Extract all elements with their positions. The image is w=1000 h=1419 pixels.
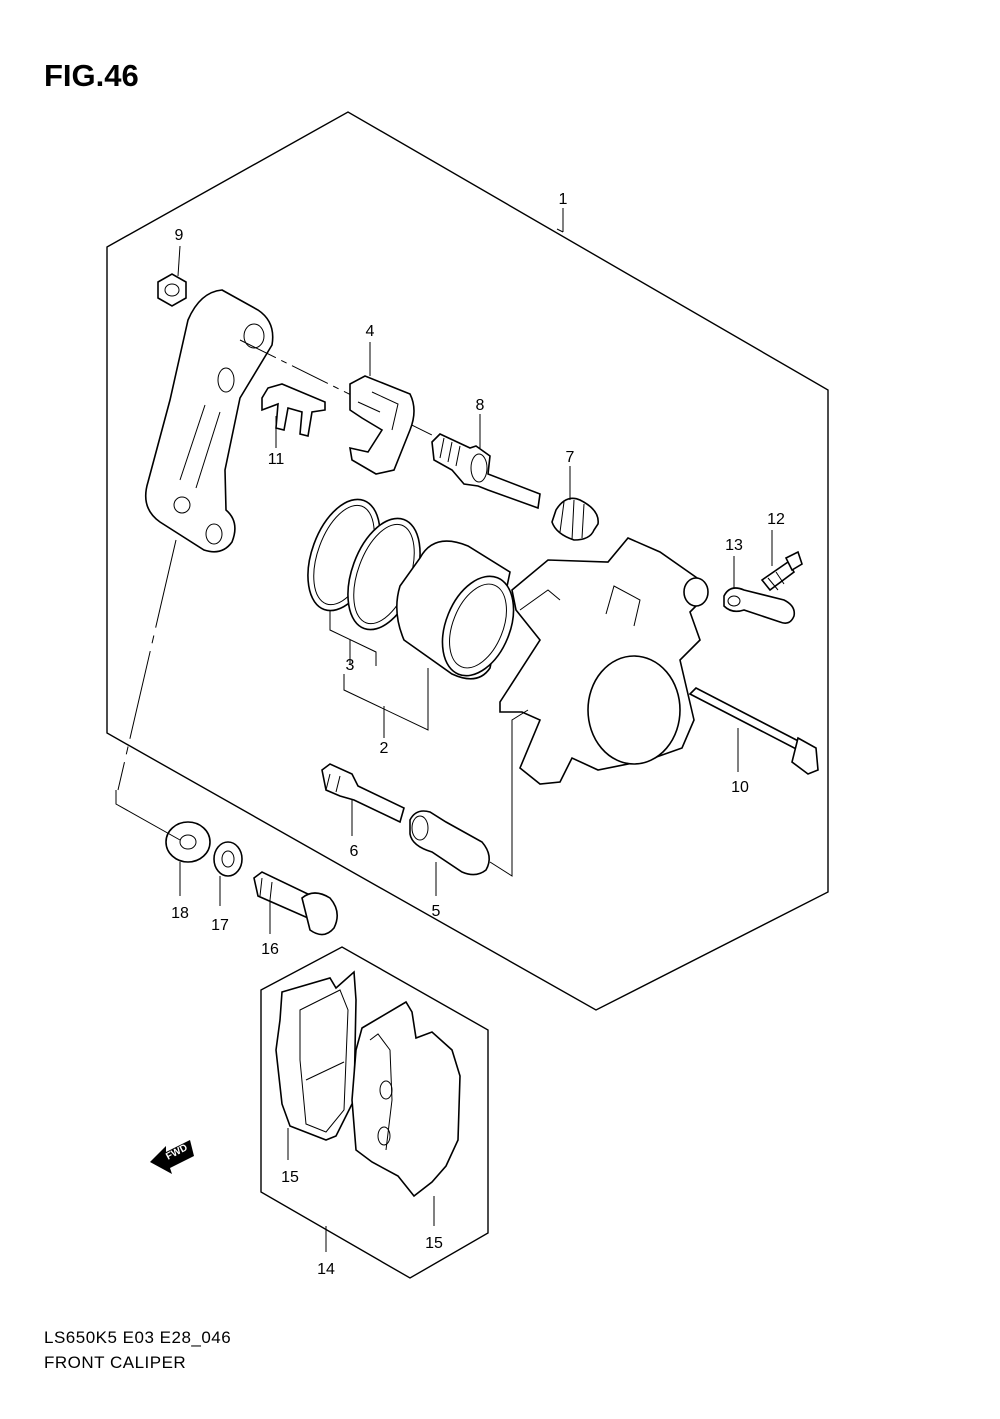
pad-retainer-4 <box>349 375 415 475</box>
callout-1: 1 <box>559 191 568 208</box>
pin-10 <box>688 687 819 775</box>
callout-4: 4 <box>366 323 375 340</box>
brake-pad-15b <box>351 1000 461 1198</box>
pad-spring-11 <box>261 383 326 437</box>
callout-7: 7 <box>566 449 575 466</box>
callout-2: 2 <box>380 740 389 757</box>
callout-6: 6 <box>350 843 359 860</box>
callout-18: 18 <box>171 905 189 922</box>
callout-15b: 15 <box>425 1235 443 1252</box>
callout-16: 16 <box>261 941 279 958</box>
washer-18 <box>165 821 211 863</box>
brake-pad-15a <box>275 970 357 1141</box>
caliper-body <box>499 537 709 785</box>
callout-11: 11 <box>268 451 285 468</box>
callout-9: 9 <box>175 227 184 244</box>
callout-17: 17 <box>211 917 229 934</box>
callout-14: 14 <box>317 1261 335 1278</box>
callout-13: 13 <box>725 537 743 554</box>
cap-13 <box>723 587 796 624</box>
boot-7 <box>551 497 599 541</box>
caliper-assembly-boundary <box>106 111 829 1011</box>
callout-3: 3 <box>346 657 355 674</box>
pin-5 <box>409 810 490 876</box>
callout-5: 5 <box>432 903 441 920</box>
fwd-arrow-icon: FWD <box>150 1140 194 1174</box>
callout-labels: 1 9 4 8 11 7 12 13 3 2 10 6 5 18 17 16 1… <box>171 191 785 1278</box>
piston-2 <box>396 540 515 680</box>
nut-9 <box>157 273 187 307</box>
caliper-bracket <box>144 289 274 553</box>
callout-15a: 15 <box>281 1169 299 1186</box>
callout-10: 10 <box>731 779 749 796</box>
diagram-name: FRONT CALIPER <box>44 1353 187 1372</box>
callout-12: 12 <box>767 511 785 528</box>
washer-17 <box>213 841 243 877</box>
callout-8: 8 <box>476 397 485 414</box>
diagram-code: LS650K5 E03 E28_046 <box>44 1328 232 1347</box>
bleeder-12 <box>760 550 803 592</box>
pad-set-boundary <box>260 946 489 1279</box>
figure-title: FIG.46 <box>44 58 139 93</box>
guide-bolt-8 <box>431 433 541 510</box>
leader-lines <box>115 208 773 1252</box>
guide-pin-6 <box>321 763 405 824</box>
bolt-16 <box>253 871 338 936</box>
